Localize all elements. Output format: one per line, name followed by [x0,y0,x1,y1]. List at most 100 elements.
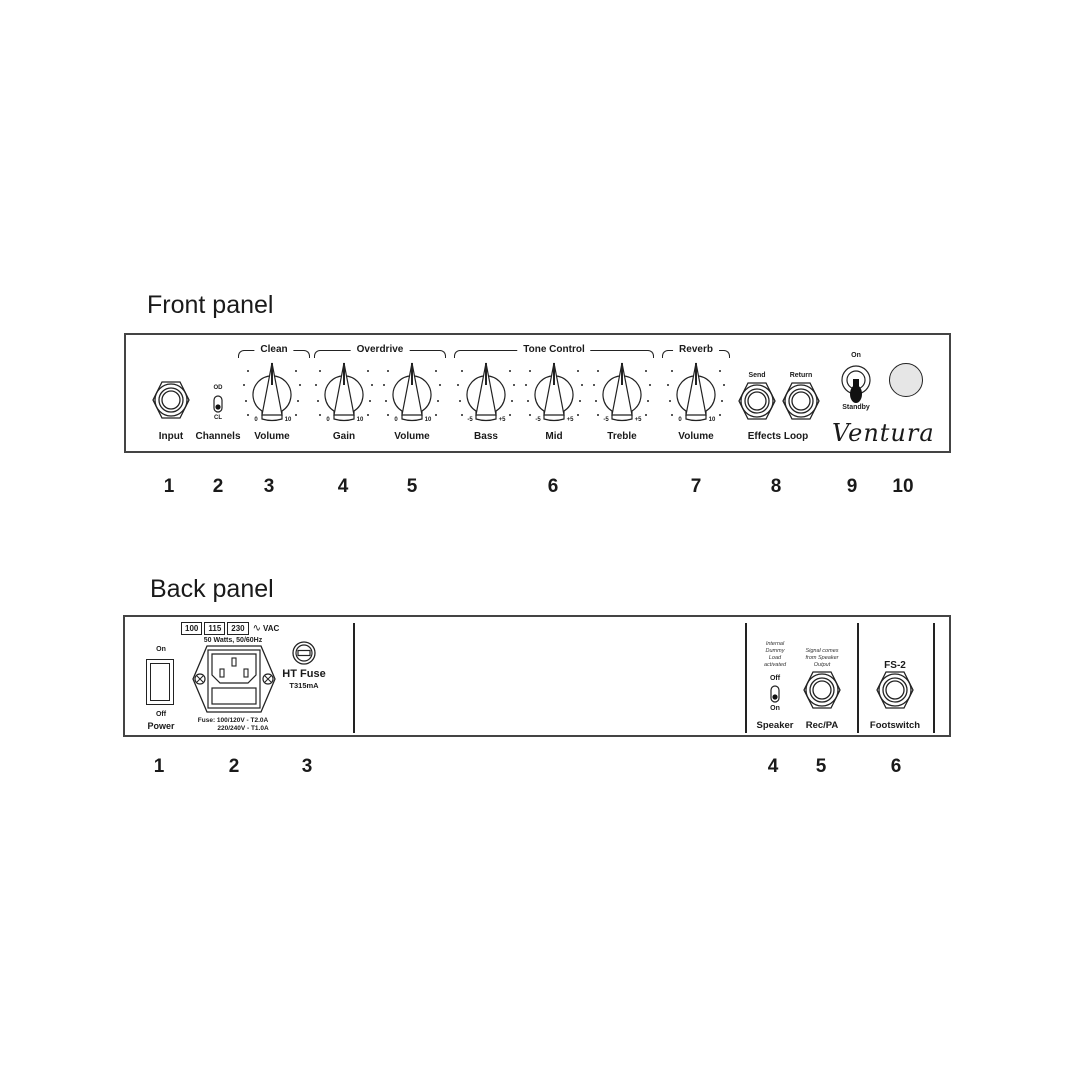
knob-mid[interactable]: -5 +5 [525,357,583,427]
back-panel: On Off Power 100 115 230 ∿ VAC 50 Watts,… [123,615,951,737]
power-led [889,363,923,397]
channel-switch-icon[interactable] [213,395,223,413]
back-callout-5: 5 [815,756,827,777]
knob-icon [243,362,301,422]
knob-max: 10 [356,417,364,423]
footswitch-jack-icon[interactable] [876,671,914,709]
ht-fuse-label: HT Fuse [282,668,326,680]
back-callout-4: 4 [767,756,779,777]
divider [745,623,747,733]
knob-overdrive-volume[interactable]: 0 10 [383,357,441,427]
reverb-volume-label: Volume [678,431,714,442]
channels-label: Channels [195,431,241,442]
power-on-label: On [156,646,166,653]
input-jack-icon[interactable] [152,381,190,419]
send-jack-icon[interactable] [738,382,776,420]
knob-min: 0 [394,417,398,423]
input-label: Input [158,431,184,442]
ac-wave-icon: ∿ [252,623,262,634]
group-tone-label: Tone Control [517,344,591,355]
front-callout-9: 9 [846,476,858,497]
front-callout-8: 8 [770,476,782,497]
speaker-switch-icon[interactable] [770,685,780,703]
channel-cl-label: CL [214,415,222,421]
speaker-on-label: On [770,705,780,712]
clean-volume-label: Volume [254,431,290,442]
rec-pa-note-line: Output [813,662,831,668]
knob-max: +5 [566,417,574,423]
back-panel-title: Back panel [150,575,274,603]
speaker-note-line: Internal [765,641,785,647]
return-jack-icon[interactable] [782,382,820,420]
speaker-label: Speaker [756,720,794,731]
send-label: Send [748,372,766,379]
knob-icon [457,362,515,422]
ht-fuse-value: T315mA [289,681,319,690]
rec-pa-jack-icon[interactable] [803,671,841,709]
speaker-note: Internal Dummy Load activated [764,641,786,669]
knob-min: 0 [326,417,330,423]
power-rocker-switch[interactable] [146,659,174,705]
overdrive-volume-label: Volume [394,431,430,442]
standby-toggle-icon[interactable] [840,365,872,405]
channel-od-label: OD [213,385,223,391]
front-callout-1: 1 [163,476,175,497]
standby-on-label: On [851,352,861,359]
voltage-100[interactable]: 100 [181,622,203,635]
knob-clean-volume[interactable]: 0 10 [243,357,301,427]
knob-icon [667,362,725,422]
speaker-note-line: Load [768,655,782,661]
fuse-note-line2: 220/240V - T1.0A [217,725,269,732]
group-reverb-label: Reverb [673,344,719,355]
knob-icon [525,362,583,422]
knob-overdrive-gain[interactable]: 0 10 [315,357,373,427]
knob-max: 10 [284,417,292,423]
group-clean-label: Clean [254,344,294,355]
vac-unit: VAC [263,624,280,633]
back-callout-2: 2 [228,756,240,777]
voltage-230[interactable]: 230 [227,622,249,635]
power-label: Power [147,721,175,731]
group-reverb-bracket: Reverb [662,344,730,358]
front-callout-2: 2 [212,476,224,497]
voltage-selector[interactable]: 100 115 230 ∿ VAC [181,622,279,635]
knob-icon [315,362,373,422]
divider [933,623,935,733]
footswitch-model: FS-2 [884,660,906,671]
speaker-note-line: Dummy [765,648,785,654]
power-rating: 50 Watts, 50/60Hz [203,637,263,644]
knob-reverb-volume[interactable]: 0 10 [667,357,725,427]
footswitch-label: Footswitch [869,720,921,731]
knob-max: 10 [708,417,716,423]
group-tone-bracket: Tone Control [454,344,654,358]
knob-min: -5 [535,417,541,423]
front-panel: Clean Overdrive Tone Control Reverb Inpu… [124,333,951,453]
group-clean-bracket: Clean [238,344,310,358]
divider [353,623,355,733]
knob-bass[interactable]: -5 +5 [457,357,515,427]
back-callout-1: 1 [153,756,165,777]
knob-icon [383,362,441,422]
knob-treble[interactable]: -5 +5 [593,357,651,427]
knob-icon [593,362,651,422]
speaker-off-label: Off [769,675,781,682]
iec-power-inlet-icon[interactable] [191,645,277,713]
group-overdrive-bracket: Overdrive [314,344,446,358]
knob-min: -5 [467,417,473,423]
front-callout-7: 7 [690,476,702,497]
knob-min: 0 [678,417,682,423]
group-overdrive-label: Overdrive [350,344,410,355]
speaker-note-line: activated [763,662,787,668]
front-callout-5: 5 [406,476,418,497]
rec-pa-note-line: from Speaker [805,655,839,661]
front-callout-3: 3 [263,476,275,497]
knob-max: +5 [498,417,506,423]
gain-label: Gain [332,431,356,442]
knob-min: -5 [603,417,609,423]
rocker-inner [150,663,170,701]
return-label: Return [789,372,813,379]
voltage-115[interactable]: 115 [204,622,226,635]
rec-pa-note: Signal comes from Speaker Output [805,648,838,669]
brand-logo: Ventura [832,419,935,447]
ht-fuse-holder-icon[interactable] [292,641,316,665]
